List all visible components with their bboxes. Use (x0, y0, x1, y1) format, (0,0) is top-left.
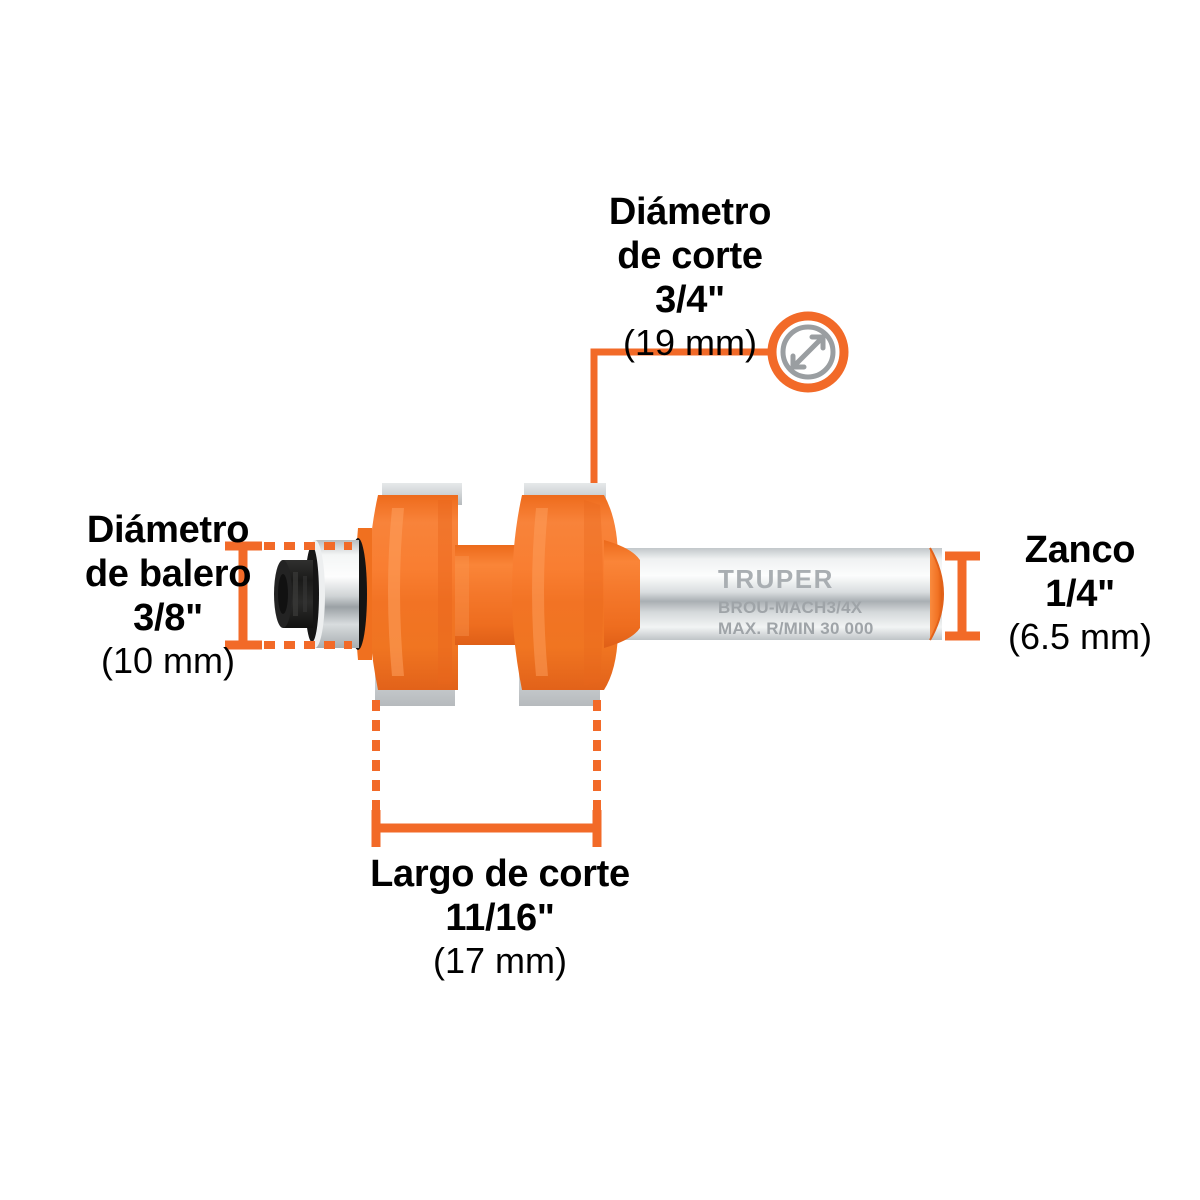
svg-text:BROU-MACH3/4X: BROU-MACH3/4X (718, 598, 863, 617)
cut-diameter-title-line1: Diámetro (608, 191, 772, 233)
cutter-disc-left (368, 495, 458, 690)
callout-cut-diameter: Diámetro de corte 3/4" (19 mm) (540, 190, 840, 364)
callout-cut-length: Largo de corte 11/16" (17 mm) (300, 852, 700, 982)
callout-shank: Zanco 1/4" (6.5 mm) (965, 528, 1195, 658)
bit-shank (612, 547, 944, 641)
shank-engraving: TRUPER BROU-MACH3/4X MAX. R/MIN 30 000 (718, 564, 874, 638)
cut-diameter-title-line2: de corte (617, 235, 763, 278)
cut-length-imperial: 11/16" (445, 897, 555, 940)
callout-bearing-diameter: Diámetro de balero 3/8" (10 mm) (28, 508, 308, 682)
bearing-diameter-title-line2: de balero (84, 553, 252, 596)
svg-text:MAX. R/MIN 30 000: MAX. R/MIN 30 000 (718, 619, 874, 638)
shank-metric: (6.5 mm) (1008, 616, 1152, 658)
router-bit-body: TRUPER BROU-MACH3/4X MAX. R/MIN 30 000 (274, 483, 944, 706)
shank-imperial: 1/4" (1045, 573, 1115, 616)
svg-text:TRUPER: TRUPER (718, 564, 834, 594)
cut-diameter-leader-line (590, 348, 770, 492)
bearing-diameter-metric: (10 mm) (101, 640, 235, 682)
cut-diameter-imperial: 3/4" (655, 279, 725, 322)
dimension-bearing-diameter (225, 541, 352, 650)
cut-diameter-metric: (19 mm) (623, 322, 757, 364)
bearing-assembly (274, 538, 367, 650)
cutter-disc-right (512, 495, 618, 690)
diagonal-arrow-icon (767, 311, 849, 393)
bearing-diameter-imperial: 3/8" (133, 597, 203, 640)
cutter-hub-center (455, 545, 525, 645)
bearing-diameter-title-line1: Diámetro (86, 509, 250, 551)
cut-length-title-line1: Largo de corte (370, 853, 630, 895)
dimension-shank (945, 551, 980, 641)
shank-title-line1: Zanco (1024, 529, 1136, 571)
cut-length-metric: (17 mm) (433, 940, 567, 982)
dimension-cut-length (371, 700, 602, 847)
shank-collar (604, 540, 640, 648)
